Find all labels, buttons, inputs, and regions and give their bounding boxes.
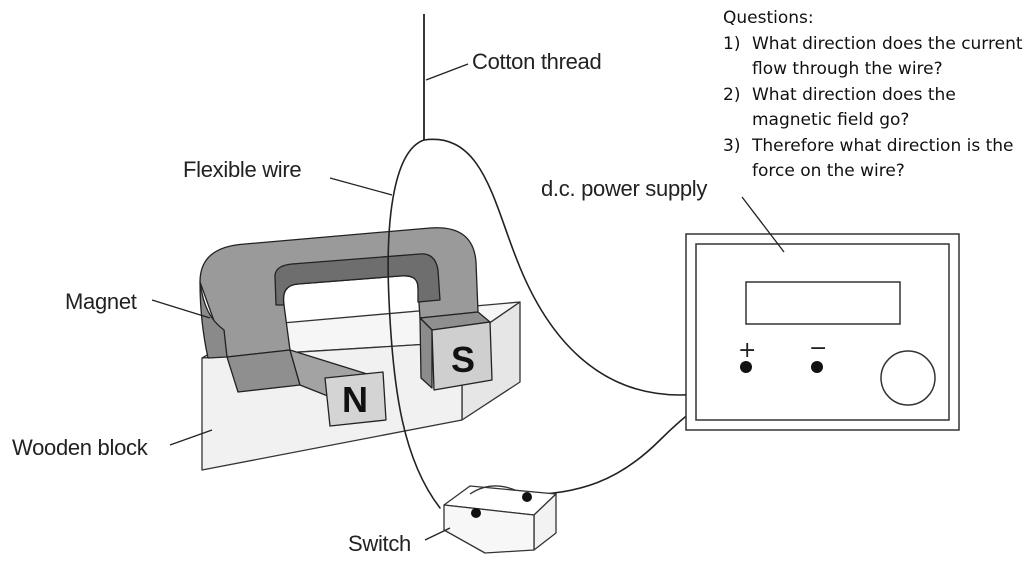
question-number: 1)	[723, 33, 741, 54]
wooden-block-label: Wooden block	[12, 435, 149, 460]
positive-terminal-label: +	[738, 338, 756, 363]
power-supply-display	[745, 281, 901, 325]
power-supply-knob	[880, 350, 936, 406]
north-pole-label: N	[342, 379, 368, 420]
switch-leader	[424, 527, 451, 541]
negative-terminal-label: −	[809, 336, 827, 361]
positive-terminal[interactable]	[740, 361, 752, 373]
question-number: 3)	[723, 135, 741, 156]
horseshoe-magnet	[199, 227, 493, 427]
dc-power-supply	[685, 233, 960, 431]
negative-terminal[interactable]	[811, 361, 823, 373]
questions-list: 1) What direction does the current flow …	[723, 32, 1023, 185]
power-supply-leader	[741, 196, 785, 253]
switch[interactable]	[443, 485, 557, 554]
wooden-block-leader	[169, 429, 213, 446]
magnet-leader	[151, 299, 211, 319]
cotton-thread-label: Cotton thread	[472, 49, 601, 74]
question-text: What direction does the current flow thr…	[752, 33, 1023, 80]
question-item: 1) What direction does the current flow …	[723, 32, 1023, 83]
question-text: What direction does the magnetic field g…	[752, 84, 956, 131]
question-text: Therefore what direction is the force on…	[752, 135, 1014, 182]
questions-heading: Questions:	[723, 8, 814, 28]
flexible-wire-leader	[329, 177, 393, 196]
flexible-wire-label: Flexible wire	[183, 157, 301, 182]
switch-label: Switch	[348, 531, 411, 556]
question-number: 2)	[723, 84, 741, 105]
question-item: 2) What direction does the magnetic fiel…	[723, 83, 1023, 134]
power-supply-label: d.c. power supply	[541, 176, 707, 201]
cotton-thread-leader	[425, 63, 469, 81]
questions-panel: Questions: 1) What direction does the cu…	[723, 6, 1023, 185]
question-item: 3) Therefore what direction is the force…	[723, 134, 1023, 185]
south-pole-label: S	[451, 339, 475, 380]
magnet-label: Magnet	[65, 289, 137, 314]
